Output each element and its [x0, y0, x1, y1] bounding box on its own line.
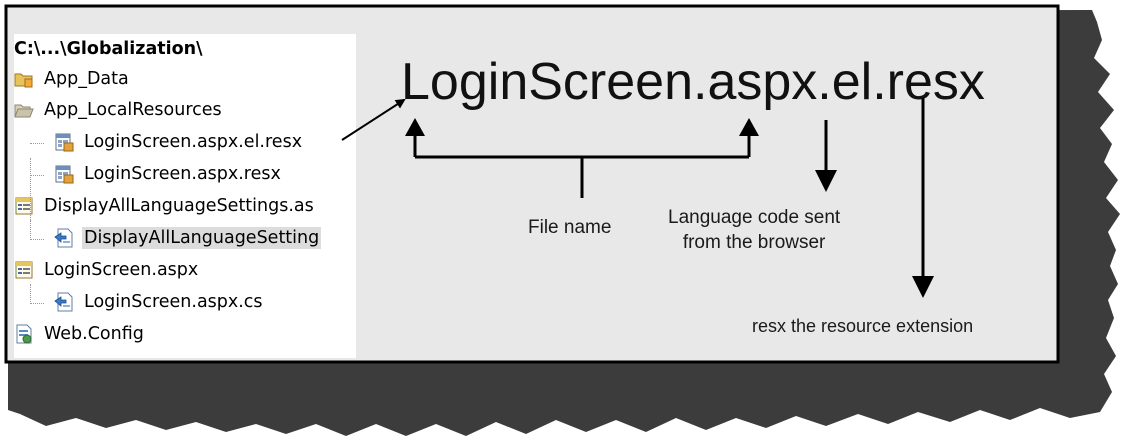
- tree-item-label: App_Data: [44, 69, 129, 89]
- tree-connector: [30, 158, 31, 236]
- tree-item-loginscreen-resx[interactable]: LoginScreen.aspx.resx: [14, 159, 356, 189]
- tree-item-label: LoginScreen.aspx: [44, 260, 199, 280]
- tree-connector: [30, 175, 44, 176]
- tree-item-label: Web.Config: [44, 324, 144, 344]
- tree-connector: [30, 303, 44, 304]
- language-code-label: Language code sent from the browser: [668, 205, 840, 255]
- tree-item-app-data[interactable]: App_Data: [14, 64, 356, 94]
- annotated-filename: LoginScreen.aspx.el.resx: [401, 53, 985, 111]
- file-name-label: File name: [528, 217, 612, 238]
- solution-explorer-tree: C:\...\Globalization\ App_Data App_Local…: [14, 34, 356, 358]
- tree-item-label: LoginScreen.aspx.el.resx: [84, 132, 303, 152]
- folder-open-icon: [14, 100, 34, 120]
- tree-item-web-config[interactable]: Web.Config: [14, 319, 356, 349]
- tree-item-loginscreen-aspx[interactable]: LoginScreen.aspx: [14, 255, 356, 285]
- tree-item-label: LoginScreen.aspx.resx: [84, 164, 281, 184]
- aspx-page-icon: [14, 196, 34, 216]
- language-code-line-2: from the browser: [682, 232, 826, 253]
- tree-item-label: LoginScreen.aspx.cs: [84, 292, 263, 312]
- tree-item-label: App_LocalResources: [44, 100, 222, 120]
- tree-root[interactable]: C:\...\Globalization\: [14, 34, 356, 64]
- tree-item-displayalllanguagesettings-cs[interactable]: DisplayAllLanguageSetting: [14, 223, 356, 253]
- tree-item-app-localresources[interactable]: App_LocalResources: [14, 95, 356, 125]
- aspx-page-icon: [14, 260, 34, 280]
- cs-code-file-icon: [54, 292, 74, 312]
- tree-item-loginscreen-el-resx[interactable]: LoginScreen.aspx.el.resx: [14, 127, 356, 157]
- tree-connector: [30, 284, 31, 302]
- tree-connector: [30, 143, 44, 144]
- tree-connector: [30, 220, 31, 238]
- tree-connector: [30, 239, 44, 240]
- tree-item-displayalllanguagesettings-aspx[interactable]: DisplayAllLanguageSettings.as: [14, 191, 356, 221]
- root-path-label: C:\...\Globalization\: [14, 39, 203, 59]
- tree-item-label: DisplayAllLanguageSetting: [82, 227, 322, 249]
- resx-file-icon: [54, 164, 74, 184]
- resx-file-icon: [54, 132, 74, 152]
- resx-extension-label: resx the resource extension: [752, 316, 974, 336]
- cs-code-file-icon: [54, 228, 74, 248]
- config-file-icon: [14, 324, 34, 344]
- tree-item-label: DisplayAllLanguageSettings.as: [44, 196, 314, 216]
- tree-item-loginscreen-cs[interactable]: LoginScreen.aspx.cs: [14, 287, 356, 317]
- folder-closed-icon: [14, 69, 34, 89]
- language-code-line-1: Language code sent: [668, 207, 841, 228]
